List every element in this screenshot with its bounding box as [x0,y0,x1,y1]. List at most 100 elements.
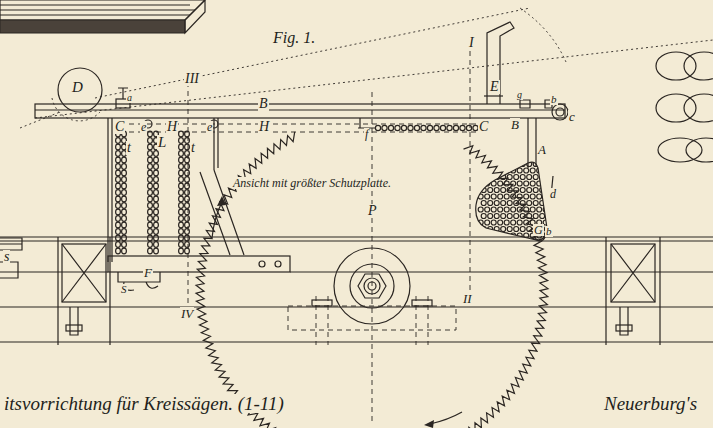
hole [481,214,486,219]
hole [185,196,190,202]
hole [122,170,127,176]
hole [511,181,516,186]
part-letter: s [3,250,10,264]
hole-columns [116,131,190,254]
hole [154,196,159,202]
hole [185,157,190,163]
hole [179,222,184,228]
part-letter: e [206,121,213,133]
figure-title: Fig. 1. [272,30,316,46]
part-letter: C [114,120,125,134]
hole [498,194,503,199]
hole [524,168,529,173]
hole [375,125,380,130]
hole [179,164,184,170]
hole [517,194,522,199]
upright [484,22,514,104]
hole [485,168,490,173]
hole [116,222,121,228]
hole [494,175,499,180]
hole [154,222,159,228]
hole [395,125,400,130]
hole [546,201,551,206]
hole [478,233,483,238]
hole [116,151,121,157]
part-letter: D [71,80,84,95]
hole [154,157,159,163]
hole [501,214,506,219]
hole [494,214,499,219]
section-mark: II [462,292,473,305]
hole [527,201,532,206]
hole [543,181,548,186]
hole [514,188,519,193]
hole [148,157,153,163]
hole [116,235,121,241]
hole [498,181,503,186]
hole [148,242,153,248]
hole [488,162,493,167]
part-letter: t [190,141,196,155]
hole [481,240,486,245]
hole [524,233,529,238]
plate-title: itsvorrichtung für Kreissägen. (1-11) [3,394,285,413]
part-letter: g [516,90,523,100]
hole [481,227,486,232]
tilt-arc [520,8,566,62]
hole [543,220,548,225]
hole [154,242,159,248]
hole [527,188,532,193]
hole [185,190,190,196]
part-letter: L [157,135,167,150]
hole [154,235,159,241]
hole [533,188,538,193]
hole [401,125,406,130]
hole [148,196,153,202]
hole [533,214,538,219]
hole [543,194,548,199]
hole [148,209,153,215]
hole [524,181,529,186]
hole [116,170,121,176]
hole [122,190,127,196]
saw-teeth [196,132,548,428]
hole [494,201,499,206]
hole [481,201,486,206]
hole [537,181,542,186]
hole [116,196,121,202]
hole [504,233,509,238]
hole [440,125,445,130]
hole [179,203,184,209]
hole [488,201,493,206]
hole [179,190,184,196]
hole [540,214,545,219]
hole [185,216,190,222]
hole [540,201,545,206]
hole [122,203,127,209]
hole-row [375,125,478,130]
hole [116,209,121,215]
hole [122,222,127,228]
hole [185,164,190,170]
hole [511,168,516,173]
hole [491,194,496,199]
hole [179,144,184,150]
hole [524,194,529,199]
hole [530,194,535,199]
hole [501,188,506,193]
hole [491,220,496,225]
hole [427,125,432,130]
hole [520,175,525,180]
hole [485,233,490,238]
hole [527,227,532,232]
hole [481,162,486,167]
hole [185,242,190,248]
part-letter: B [258,97,269,111]
center-line [372,92,373,425]
hole [122,164,127,170]
hole [527,175,532,180]
part-letter: d [549,188,557,200]
hole [540,162,545,167]
guard-holes [478,162,551,245]
